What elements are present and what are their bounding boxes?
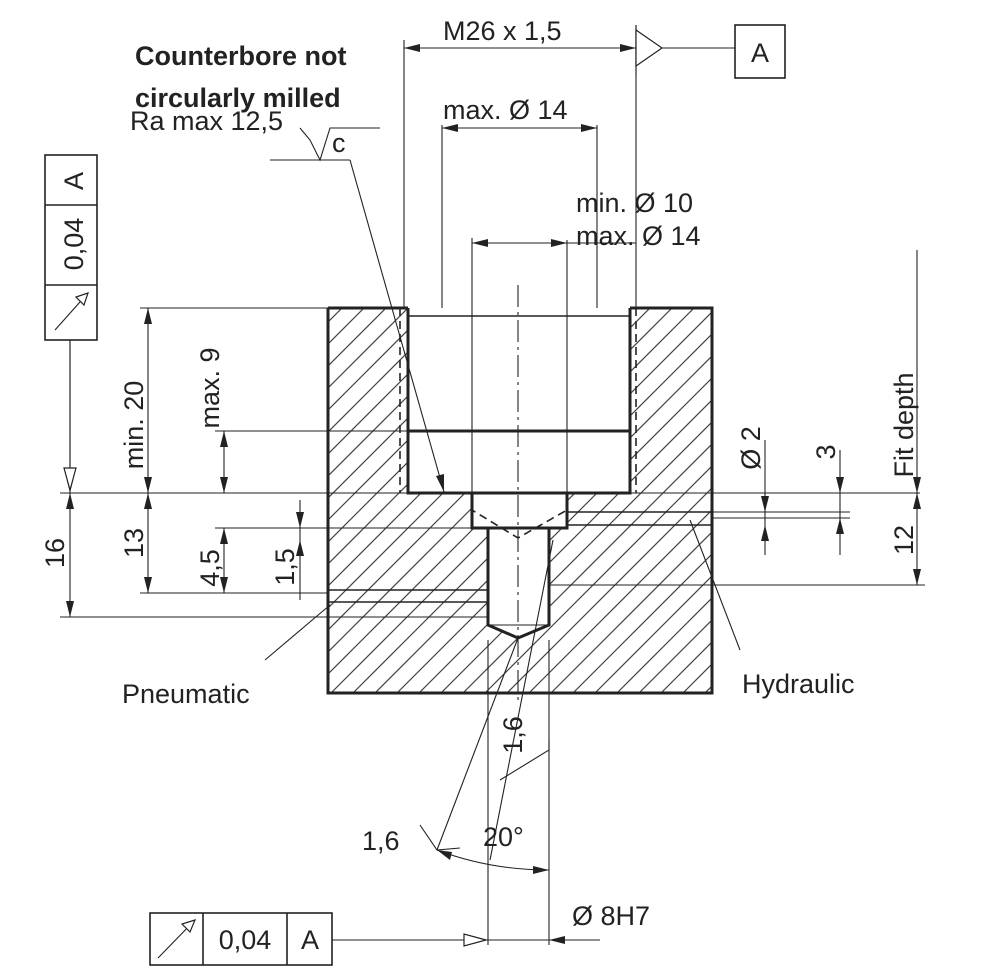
- roughness-counterbore-suffix: c: [332, 128, 346, 158]
- hydraulic-label: Hydraulic: [742, 669, 855, 699]
- datum-feature: A: [635, 24, 786, 79]
- dim-12-label: 12: [889, 525, 919, 555]
- min-dia-label: min. Ø 10: [576, 188, 693, 218]
- counterbore-note-line2: circularly milled: [135, 83, 341, 113]
- annotations: Counterbore not circularly milled Ra max…: [40, 16, 919, 931]
- tolerance-datum-vertical: A: [59, 172, 89, 190]
- tolerance-datum-horizontal: A: [301, 925, 319, 955]
- circular-runout-icon: [54, 292, 89, 331]
- leader-lines: [264, 127, 741, 861]
- datum-box: [734, 24, 786, 79]
- dim-16-label: 16: [40, 538, 70, 568]
- fit-depth-label: Fit depth: [889, 372, 919, 477]
- part-outline: [326, 306, 714, 695]
- dim-1-5-label: 1,5: [270, 548, 300, 586]
- max-dia-label: max. Ø 14: [576, 221, 701, 251]
- datum-label: A: [751, 38, 769, 68]
- extension-lines: [60, 25, 925, 945]
- tolerance-frame-horizontal: 0,04 A: [149, 912, 489, 966]
- dia-2-label: Ø 2: [736, 426, 766, 470]
- angle-20-label: 20°: [483, 822, 524, 852]
- circular-runout-icon: [157, 919, 197, 959]
- min-20-label: min. 20: [119, 381, 149, 470]
- counterbore-note-line1: Counterbore not: [135, 41, 346, 71]
- tolerance-value-horizontal: 0,04: [219, 925, 272, 955]
- dim-4-5-label: 4,5: [195, 549, 225, 587]
- roughness-bore-label: 1,6: [498, 716, 528, 754]
- dim-3-label: 3: [811, 444, 841, 459]
- bore-dia-label: Ø 8H7: [572, 901, 650, 931]
- dim-13-label: 13: [119, 528, 149, 558]
- tolerance-frame-vertical: 0,04 A: [44, 154, 98, 341]
- dimension-lines: [63, 44, 921, 944]
- pneumatic-label: Pneumatic: [122, 679, 250, 709]
- thread-label: M26 x 1,5: [443, 16, 562, 46]
- roughness-counterbore: Ra max 12,5: [130, 106, 283, 136]
- roughness-cone-label: 1,6: [362, 826, 400, 856]
- tolerance-value-vertical: 0,04: [59, 218, 89, 271]
- max-dia-counterbore-label: max. Ø 14: [443, 95, 568, 125]
- max-9-label: max. 9: [195, 347, 225, 428]
